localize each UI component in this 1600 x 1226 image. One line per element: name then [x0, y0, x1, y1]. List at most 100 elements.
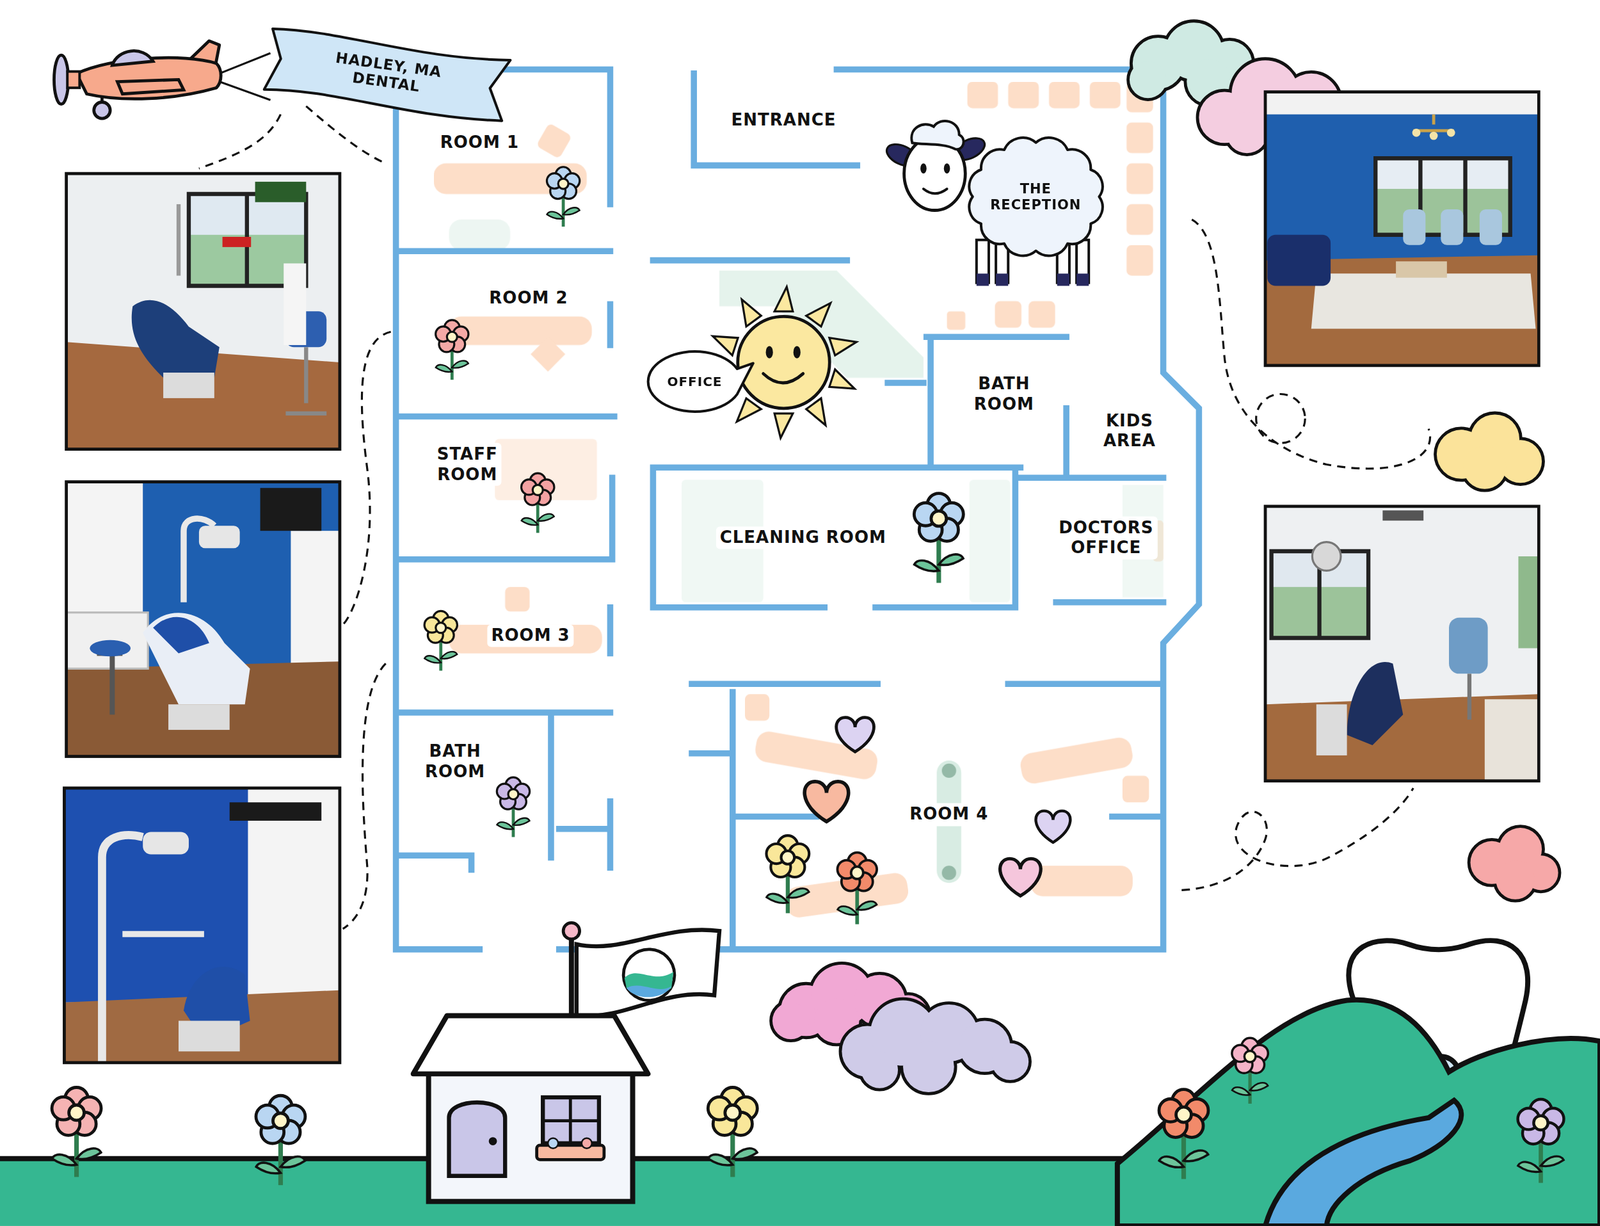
furniture: [504, 586, 530, 612]
flower-decoration: [913, 493, 964, 584]
room-label: BATH ROOM: [970, 372, 1039, 415]
blob-decoration: [1463, 446, 1506, 489]
photo-reception: [1265, 92, 1539, 366]
landscape: [0, 940, 1600, 1226]
house-illustration: [581, 1137, 592, 1149]
photo-room: [66, 173, 340, 449]
heart-decoration: [836, 717, 875, 752]
photo-reception: [1265, 92, 1539, 366]
flower-decoration: [424, 610, 457, 671]
house-illustration: [488, 1136, 498, 1145]
blob-decoration: [1495, 860, 1535, 900]
photo-room: [66, 173, 340, 449]
flower-decoration: [546, 167, 580, 227]
photo-reception: [1402, 209, 1426, 246]
room-label: BATH ROOM: [421, 739, 489, 783]
dashed-path: [305, 106, 386, 164]
photo-room: [122, 930, 205, 937]
sheep-illustration: [920, 163, 927, 174]
cloud-decoration: [841, 1000, 1029, 1092]
photo-room: [178, 1020, 240, 1051]
room-label: ROOM 2: [485, 286, 572, 310]
airplane-illustration: [219, 53, 271, 100]
room-label: ROOM 4: [905, 803, 992, 826]
house-illustration: [547, 1137, 559, 1149]
furniture: [967, 81, 998, 109]
photo-room: [290, 530, 340, 664]
photo-room: [96, 652, 123, 715]
furniture: [433, 81, 1164, 920]
photo-room: [1484, 698, 1540, 781]
house-illustration: [542, 1096, 600, 1144]
photo-room: [66, 481, 340, 757]
room-label: KIDS AREA: [1099, 409, 1160, 452]
dashed-path: [343, 663, 386, 929]
dashed-path: [343, 331, 392, 625]
furniture: [947, 311, 966, 330]
flower-decoration: [496, 776, 530, 837]
sheep-illustration: [976, 273, 989, 286]
photo-room: [168, 704, 230, 730]
flower-decoration: [435, 320, 469, 380]
blob-decoration: [1498, 439, 1542, 483]
photo-room: [66, 481, 340, 757]
photo-room: [142, 481, 340, 671]
sheep-illustration: [944, 163, 951, 174]
floor-tint: [449, 219, 1164, 883]
flower-decoration: [256, 1095, 306, 1185]
furniture: [744, 693, 770, 720]
house-illustration: [536, 1144, 605, 1160]
blob-decoration: [1463, 446, 1506, 489]
flower-decoration: [51, 1086, 102, 1177]
furniture: [1048, 81, 1080, 109]
furniture: [1008, 81, 1039, 109]
photo-room: [1467, 673, 1472, 720]
landscape: [1117, 999, 1600, 1226]
photo-reception: [1265, 92, 1539, 115]
photo-room: [142, 831, 189, 854]
heart-decoration: [1035, 810, 1071, 843]
cloud-decoration: [903, 1040, 955, 1092]
photo-room: [1347, 661, 1404, 745]
house-illustration: [568, 933, 575, 1021]
speech-bubble-outline: [647, 351, 753, 412]
furniture: [1018, 735, 1135, 786]
furniture: [1126, 204, 1153, 235]
cloud-decoration: [1129, 61, 1167, 98]
photo-reception: [1479, 209, 1503, 246]
dashed-path: [199, 106, 1431, 929]
sun-illustration: [793, 346, 801, 359]
cloud-decoration: [1226, 112, 1268, 153]
dashed-path: [1256, 394, 1306, 444]
room-label: STAFF ROOM: [433, 442, 502, 486]
airplane-illustration: [54, 40, 271, 119]
flower-decoration: [837, 852, 877, 925]
landscape: [1265, 1100, 1462, 1226]
heart-decoration: [1000, 858, 1042, 896]
photo-reception: [1311, 273, 1536, 329]
speech-bubble: OFFICE: [647, 348, 754, 415]
furniture: [535, 122, 573, 160]
furniture: [1030, 865, 1133, 896]
cloud-decoration: [861, 1050, 898, 1088]
furniture: [530, 336, 566, 372]
photo-room: [1265, 506, 1539, 781]
photo-room: [66, 173, 340, 449]
house-illustration: [563, 922, 580, 939]
photo-room: [64, 787, 340, 1063]
house-illustration: [576, 929, 720, 1016]
floor-walls: [396, 69, 1200, 949]
sun-illustration: [829, 369, 859, 395]
sheep-illustration: [1076, 273, 1089, 286]
photo-room: [1316, 704, 1348, 756]
photo-room: [255, 181, 307, 203]
airplane-illustration: [67, 71, 80, 89]
sun-illustration: [774, 286, 793, 312]
furniture: [1126, 122, 1153, 153]
photo-room: [64, 787, 340, 1063]
furniture: [1122, 775, 1149, 802]
airplane-illustration: [117, 79, 184, 94]
house-illustration: [413, 922, 720, 1201]
